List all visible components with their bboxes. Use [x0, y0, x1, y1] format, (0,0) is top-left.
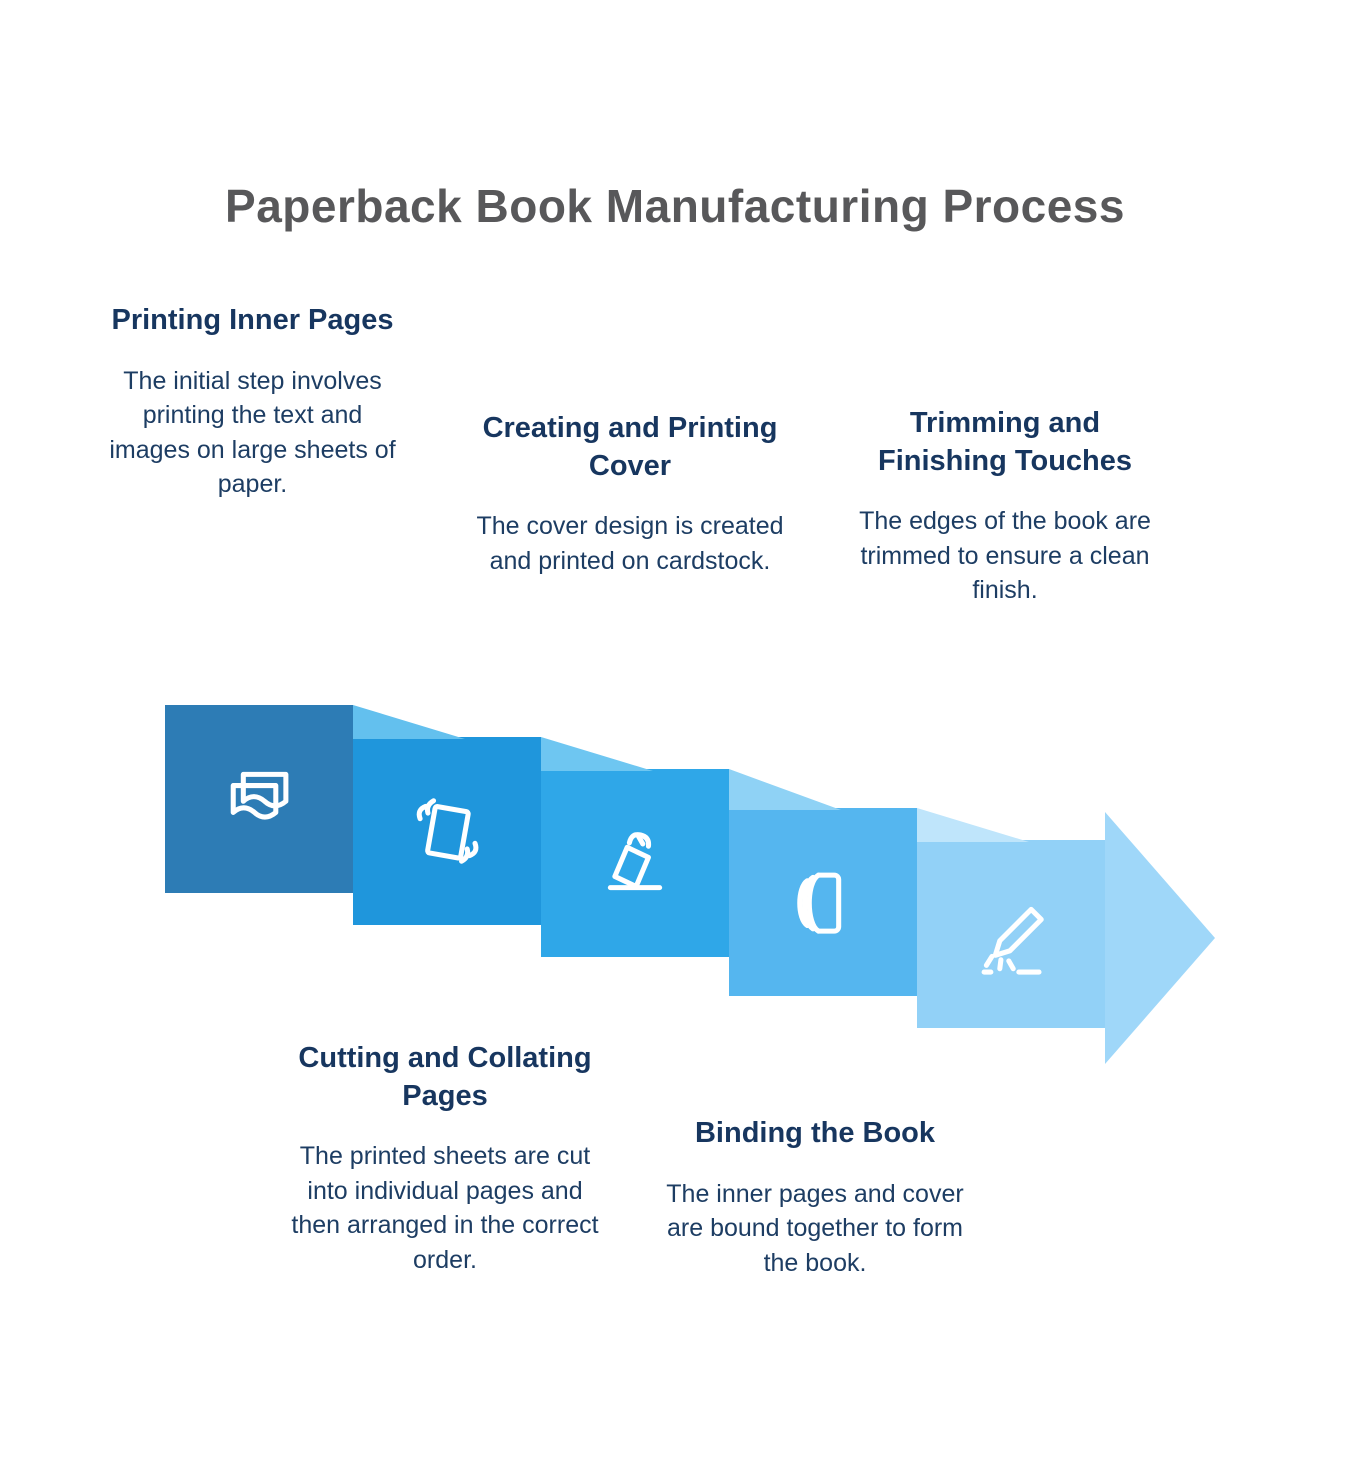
bound-book-icon	[767, 846, 879, 958]
step-square-3	[541, 769, 729, 957]
step-block-binding-book: Binding the Book The inner pages and cov…	[650, 1115, 980, 1280]
step-title: Cutting and Collating Pages	[298, 1042, 592, 1112]
step-square-5	[917, 840, 1105, 1028]
step-description: The printed sheets are cut into individu…	[291, 1142, 599, 1274]
step-description: The inner pages and cover are bound toge…	[666, 1179, 964, 1277]
step-title: Creating and Printing Cover	[482, 412, 778, 482]
step-square-4	[729, 808, 917, 996]
step-description: The initial step involves printing the t…	[109, 366, 396, 499]
hand-inserting-page-icon	[579, 807, 691, 919]
step-block-creating-printing-cover: Creating and Printing Cover The cover de…	[465, 410, 795, 578]
step-square-2	[353, 737, 541, 925]
step-block-printing-inner-pages: Printing Inner Pages The initial step in…	[105, 302, 400, 502]
hands-holding-cover-icon	[391, 775, 503, 887]
step-description: The edges of the book are trimmed to ens…	[859, 507, 1151, 605]
process-arrow-head	[1105, 812, 1215, 1064]
step-title: Printing Inner Pages	[111, 304, 394, 336]
fold-connector	[917, 808, 1029, 842]
step-block-trimming-finishing: Trimming and Finishing Touches The edges…	[845, 405, 1165, 608]
scalpel-icon	[955, 878, 1067, 990]
step-description: The cover design is created and printed …	[476, 512, 784, 575]
step-block-cutting-collating: Cutting and Collating Pages The printed …	[280, 1040, 610, 1277]
fold-connector	[541, 737, 653, 771]
step-title: Binding the Book	[694, 1117, 936, 1149]
fold-connector	[353, 705, 465, 739]
page-title: Paperback Book Manufacturing Process	[225, 179, 1125, 232]
step-square-1	[165, 705, 353, 893]
fold-connector	[729, 769, 841, 810]
paper-sheets-icon	[203, 743, 315, 855]
step-title: Trimming and Finishing Touches	[877, 407, 1133, 477]
